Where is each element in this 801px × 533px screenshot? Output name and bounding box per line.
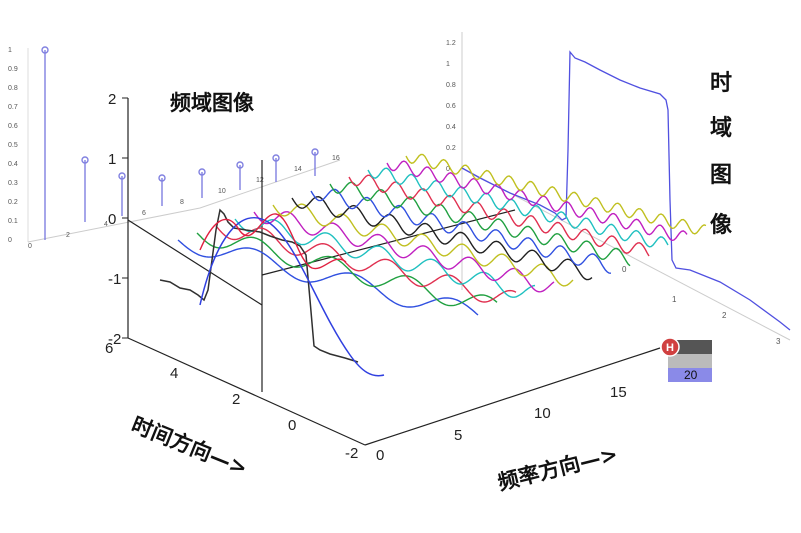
left-inset-x-tick: 2: [66, 232, 70, 239]
left-inset-x-tick: 12: [256, 177, 264, 184]
z-tick-label: -1: [108, 271, 121, 288]
time-tick-label: -2: [345, 445, 358, 462]
time-image-char-3: 图: [710, 163, 732, 188]
spectrum-stem-head: [236, 161, 244, 169]
left-inset-x-tick: 6: [142, 210, 146, 217]
harmonic-sine-curve: [215, 225, 517, 303]
badge-icon[interactable]: [660, 337, 680, 357]
freq-direction-label: 频率方向—>: [495, 442, 620, 495]
sine-wave-stack: [177, 153, 707, 316]
time-direction-label: 时间方向—>: [128, 412, 251, 480]
left-inset-x-tick: 10: [218, 188, 226, 195]
badge-widget[interactable]: H 20: [660, 337, 712, 382]
fundamental-sine: [199, 216, 385, 377]
harmonic-sine-curve: [310, 188, 612, 274]
left-inset-y-tick: 0.2: [8, 199, 18, 206]
time-image-char-4: 像: [710, 212, 733, 238]
freq-tick-label: 15: [610, 384, 627, 401]
time-tick-label: 0: [288, 417, 296, 434]
time-tick-label: 2: [232, 391, 240, 408]
badge-letter: H: [666, 342, 674, 354]
left-inset-y-tick: 0.3: [8, 180, 18, 187]
right-inset-x-tick: 2: [722, 311, 727, 320]
square-wave-curve: [461, 50, 791, 331]
harmonic-sine-curve: [272, 203, 574, 287]
left-inset-x-tick: 0: [28, 243, 32, 250]
badge-value: 20: [684, 368, 698, 382]
right-inset-x-tick: 0: [622, 265, 627, 274]
spectrum-stem-head: [81, 156, 89, 164]
z-tick-label: 2: [108, 91, 116, 108]
right-inset-time-domain: 1.2 1 0.8 0.6 0.4 0.2 0 0 1 2 3: [446, 32, 791, 346]
harmonic-sine-curve: [386, 160, 688, 242]
badge-value-box[interactable]: [668, 368, 712, 382]
right-inset-y-tick: 0.4: [446, 124, 456, 131]
left-inset-y-tick: 1: [8, 47, 12, 54]
harmonic-sine-curve: [196, 232, 498, 307]
harmonic-sine-red: [199, 213, 347, 270]
left-inset-x-tick: 16: [332, 155, 340, 162]
left-inset-y-tick: 0.8: [8, 85, 18, 92]
right-inset-y-tick: 0.2: [446, 145, 456, 152]
spectrum-stem-head: [311, 148, 319, 156]
harmonic-sine-curve: [367, 167, 669, 248]
spectrum-stem-head: [41, 46, 49, 54]
freq-tick-label: 0: [376, 447, 384, 464]
z-tick-label: -2: [108, 331, 121, 348]
freq-tick-label: 10: [534, 405, 551, 422]
left-inset-spectrum: 10.90.80.70.60.50.40.30.20.10 0246810121…: [8, 46, 341, 250]
left-inset-y-tick: 0.7: [8, 104, 18, 111]
z-tick-label: 0: [108, 211, 116, 228]
right-inset-y-tick: 0: [446, 166, 450, 173]
left-inset-y-tick: 0.9: [8, 66, 18, 73]
harmonic-sine-curve: [177, 239, 479, 316]
freq-tick-label: 5: [454, 427, 462, 444]
harmonic-sine-curve: [405, 153, 707, 235]
left-inset-x-tick: 8: [180, 199, 184, 206]
z-axis-ticks: 2 1 0 -1 -2: [108, 91, 128, 348]
harmonic-sine-curve: [253, 211, 555, 293]
harmonic-sine-curve: [291, 195, 593, 281]
right-inset-x-tick: 3: [776, 337, 781, 346]
spectrum-stem-head: [272, 154, 280, 162]
left-inset-y-tick: 0.1: [8, 218, 18, 225]
time-tick-label: 6: [105, 340, 113, 357]
time-image-char-2: 域: [710, 115, 732, 141]
right-inset-y-tick: 0.6: [446, 103, 456, 110]
time-axis-ticks: 6 4 2 0 -2: [105, 340, 358, 462]
spectrum-stem-head: [198, 168, 206, 176]
right-inset-y-tick: 0.8: [446, 82, 456, 89]
left-inset-x-tick: 14: [294, 166, 302, 173]
left-inset-y-tick: 0.6: [8, 123, 18, 130]
front-square-wave: [159, 208, 359, 363]
freq-image-label: 频域图像: [170, 91, 255, 115]
left-inset-y-tick: 0.5: [8, 142, 18, 149]
spectrum-stem-head: [118, 172, 126, 180]
left-inset-x-tick: 4: [104, 221, 108, 228]
harmonic-sine-curve: [234, 218, 536, 298]
z-tick-label: 1: [108, 151, 116, 168]
main-axes: [127, 98, 661, 446]
left-inset-y-tick: 0: [8, 237, 12, 244]
frequency-axis-ticks: 0 5 10 15: [376, 384, 627, 464]
right-inset-y-tick: 1.2: [446, 40, 456, 47]
time-tick-label: 4: [170, 365, 178, 382]
time-image-char-1: 时: [710, 71, 732, 96]
right-inset-x-tick: 1: [672, 295, 677, 304]
left-inset-y-tick: 0.4: [8, 161, 18, 168]
right-inset-y-tick: 1: [446, 61, 450, 68]
spectrum-stem-head: [158, 174, 166, 182]
